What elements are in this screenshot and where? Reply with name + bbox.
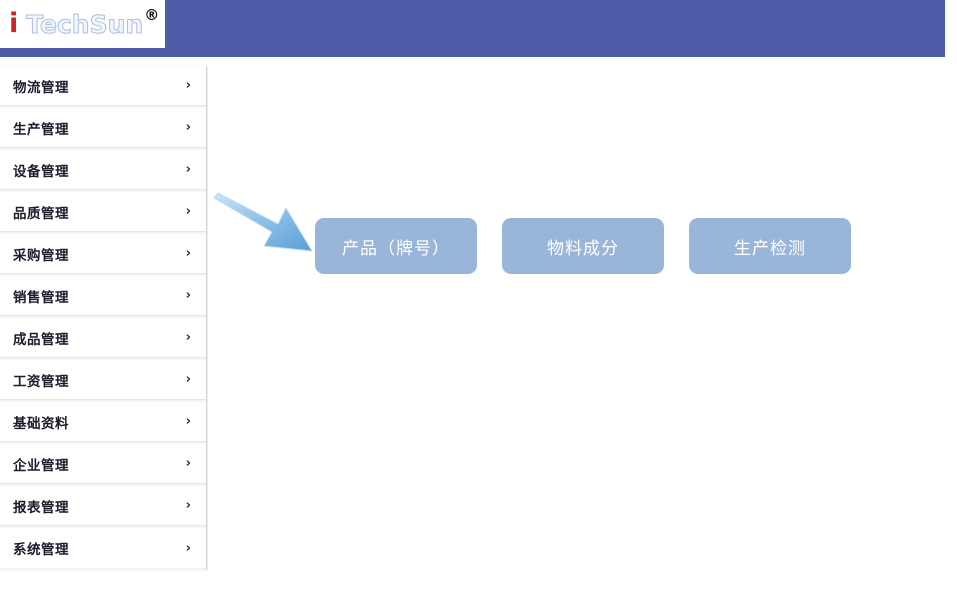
sidebar-item-shebei-guanli[interactable]: 设备管理 › — [0, 150, 206, 190]
sidebar-item-xitong-guanli[interactable]: 系统管理 › — [0, 528, 206, 568]
chevron-right-icon: › — [185, 330, 191, 345]
chevron-right-icon: › — [185, 540, 191, 556]
action-button-product-grade[interactable]: 产品（牌号） — [315, 218, 477, 274]
sidebar-item-label: 成品管理 — [13, 331, 69, 348]
main-content-area: 产品（牌号） 物料成分 生产检测 — [208, 58, 957, 595]
action-button-material-composition[interactable]: 物料成分 — [502, 218, 664, 274]
sidebar-item-label: 品质管理 — [13, 205, 69, 222]
header-bar: i TechSun ® — [0, 0, 945, 57]
sidebar-item-wuliu-guanli[interactable]: 物流管理 › — [0, 66, 206, 106]
sidebar-item-pinzhi-guanli[interactable]: 品质管理 › — [0, 192, 206, 232]
sidebar-item-jichu-ziliao[interactable]: 基础资料 › — [0, 402, 206, 442]
sidebar-item-label: 设备管理 — [13, 163, 69, 180]
sidebar-item-label: 基础资料 — [13, 415, 69, 432]
sidebar-item-label: 物流管理 — [13, 79, 69, 96]
sidebar-item-gongzi-guanli[interactable]: 工资管理 › — [0, 360, 206, 400]
logo-wordmark: TechSun — [26, 9, 144, 39]
app-logo[interactable]: i TechSun ® — [0, 0, 165, 48]
chevron-right-icon: › — [185, 120, 191, 135]
sidebar-navigation: 物流管理 › 生产管理 › 设备管理 › 品质管理 › 采购管理 › 销售管理 … — [0, 66, 207, 570]
sidebar-item-baobiao-guanli[interactable]: 报表管理 › — [0, 486, 206, 526]
sidebar-item-caigou-guanli[interactable]: 采购管理 › — [0, 234, 206, 274]
chevron-right-icon: › — [185, 456, 191, 471]
sidebar-item-label: 采购管理 — [13, 247, 69, 264]
action-button-row: 产品（牌号） 物料成分 生产检测 — [315, 218, 851, 274]
logo-initial-icon: i — [9, 7, 19, 39]
action-button-label: 产品（牌号） — [342, 238, 450, 259]
action-button-label: 生产检测 — [734, 238, 806, 259]
sidebar-item-label: 销售管理 — [13, 289, 69, 306]
chevron-right-icon: › — [185, 78, 191, 93]
sidebar-item-label: 报表管理 — [13, 499, 69, 516]
registered-trademark-icon: ® — [144, 6, 160, 24]
action-button-production-inspection[interactable]: 生产检测 — [689, 218, 851, 274]
sidebar-item-label: 生产管理 — [13, 121, 69, 138]
chevron-right-icon: › — [185, 246, 191, 261]
chevron-right-icon: › — [185, 414, 191, 429]
chevron-right-icon: › — [185, 498, 191, 513]
chevron-right-icon: › — [185, 372, 191, 387]
chevron-right-icon: › — [185, 204, 191, 219]
sidebar-item-xiaoshou-guanli[interactable]: 销售管理 › — [0, 276, 206, 316]
sidebar-item-shengchan-guanli[interactable]: 生产管理 › — [0, 108, 206, 148]
sidebar-item-label: 企业管理 — [13, 457, 69, 474]
sidebar-item-qiye-guanli[interactable]: 企业管理 › — [0, 444, 206, 484]
chevron-right-icon: › — [185, 288, 191, 303]
sidebar-item-label: 系统管理 — [13, 542, 69, 558]
sidebar-item-label: 工资管理 — [13, 373, 69, 390]
chevron-right-icon: › — [185, 162, 191, 177]
sidebar-item-chengpin-guanli[interactable]: 成品管理 › — [0, 318, 206, 358]
action-button-label: 物料成分 — [547, 238, 619, 259]
